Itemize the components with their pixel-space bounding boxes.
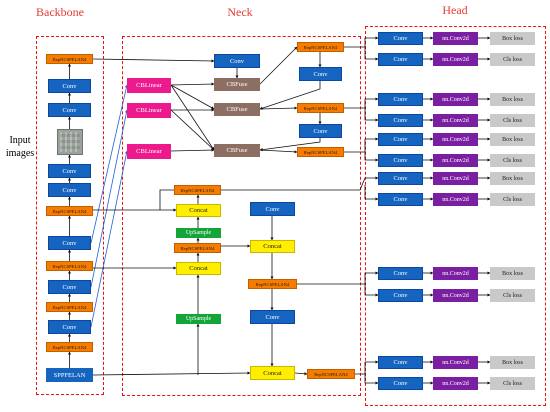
input-image-thumbnail — [57, 129, 83, 155]
neck-cbfuse-2: CBFuse — [214, 103, 260, 116]
neck-rep-pan-1: RepNCSPELAN4 — [248, 279, 297, 289]
head-g1-cls-loss: Cls loss — [490, 53, 535, 66]
head-g4-conv-box: Conv — [378, 172, 423, 185]
head-g5-nnconv-box: nn.Conv2d — [433, 267, 478, 280]
head-g1-box-loss: Box loss — [490, 32, 535, 45]
neck-rep-right-2: RepNCSPELAN4 — [297, 103, 344, 113]
backbone-conv-6: Conv — [48, 280, 91, 294]
neck-cbfuse-1: CBFuse — [214, 78, 260, 91]
backbone-conv-4: Conv — [48, 183, 91, 197]
head-g6-conv-box: Conv — [378, 356, 423, 369]
neck-concat-2: Concat — [176, 262, 221, 275]
neck-rep-right-1: RepNCSPELAN4 — [297, 42, 344, 52]
neck-concat-1: Concat — [176, 204, 221, 217]
head-g6-conv-cls: Conv — [378, 377, 423, 390]
head-g1-nnconv-box: nn.Conv2d — [433, 32, 478, 45]
backbone-rep-5: RepNCSPELAN4 — [46, 342, 93, 352]
head-g5-nnconv-cls: nn.Conv2d — [433, 289, 478, 302]
head-title: Head — [442, 3, 468, 17]
head-region — [365, 26, 546, 406]
head-g2-conv-box: Conv — [378, 93, 423, 106]
head-g4-nnconv-cls: nn.Conv2d — [433, 193, 478, 206]
head-g3-box-loss: Box loss — [490, 133, 535, 146]
neck-cblinear-2: CBLinear — [127, 103, 171, 118]
head-g2-box-loss: Box loss — [490, 93, 535, 106]
head-g3-conv-cls: Conv — [378, 154, 423, 167]
neck-conv-right-2: Conv — [299, 124, 342, 138]
head-g6-nnconv-box: nn.Conv2d — [433, 356, 478, 369]
neck-conv-pan-2: Conv — [250, 310, 295, 324]
backbone-sppfelan: SPPFELAN — [46, 368, 93, 382]
head-g4-box-loss: Box loss — [490, 172, 535, 185]
backbone-conv-7: Conv — [48, 320, 91, 334]
head-g5-box-loss: Box loss — [490, 267, 535, 280]
backbone-conv-5: Conv — [48, 236, 91, 250]
head-g2-nnconv-cls: nn.Conv2d — [433, 114, 478, 127]
backbone-conv-3: Conv — [48, 164, 91, 178]
head-g4-cls-loss: Cls loss — [490, 193, 535, 206]
neck-concat-3: Concat — [250, 240, 295, 253]
neck-upsample-1: UpSample — [176, 228, 221, 238]
head-g4-conv-cls: Conv — [378, 193, 423, 206]
head-g5-conv-box: Conv — [378, 267, 423, 280]
head-g1-nnconv-cls: nn.Conv2d — [433, 53, 478, 66]
head-g1-conv-cls: Conv — [378, 53, 423, 66]
neck-rep-right-3: RepNCSPELAN4 — [297, 147, 344, 157]
head-g5-conv-cls: Conv — [378, 289, 423, 302]
head-g5-cls-loss: Cls loss — [490, 289, 535, 302]
backbone-conv-2: Conv — [48, 103, 91, 117]
neck-upsample-2: UpSample — [176, 314, 221, 324]
head-g4-nnconv-box: nn.Conv2d — [433, 172, 478, 185]
backbone-conv-1: Conv — [48, 79, 91, 93]
head-g3-nnconv-cls: nn.Conv2d — [433, 154, 478, 167]
head-g6-cls-loss: Cls loss — [490, 377, 535, 390]
backbone-rep-3: RepNCSPELAN4 — [46, 261, 93, 271]
head-g2-cls-loss: Cls loss — [490, 114, 535, 127]
backbone-rep-4: RepNCSPELAN4 — [46, 302, 93, 312]
neck-conv-right-1: Conv — [299, 67, 342, 81]
head-g2-conv-cls: Conv — [378, 114, 423, 127]
neck-cblinear-1: CBLinear — [127, 78, 171, 93]
neck-title: Neck — [227, 5, 253, 19]
head-g3-cls-loss: Cls loss — [490, 154, 535, 167]
neck-conv-top: Conv — [214, 54, 260, 68]
neck-conv-pan-1: Conv — [250, 202, 295, 216]
neck-cbfuse-3: CBFuse — [214, 144, 260, 157]
head-g3-nnconv-box: nn.Conv2d — [433, 133, 478, 146]
head-g1-conv-box: Conv — [378, 32, 423, 45]
neck-cblinear-3: CBLinear — [127, 144, 171, 159]
neck-concat-4: Concat — [250, 366, 295, 380]
head-g2-nnconv-box: nn.Conv2d — [433, 93, 478, 106]
backbone-title: Backbone — [36, 5, 84, 19]
neck-rep-out: RepNCSPELAN4 — [307, 369, 355, 379]
neck-rep-mid-2: RepNCSPELAN4 — [174, 243, 221, 253]
backbone-rep-2: RepNCSPELAN4 — [46, 206, 93, 216]
head-g6-nnconv-cls: nn.Conv2d — [433, 377, 478, 390]
neck-rep-mid-1: RepNCSPELAN4 — [174, 185, 221, 195]
head-g3-conv-box: Conv — [378, 133, 423, 146]
head-g6-box-loss: Box loss — [490, 356, 535, 369]
backbone-rep-1: RepNCSPELAN4 — [46, 54, 93, 64]
